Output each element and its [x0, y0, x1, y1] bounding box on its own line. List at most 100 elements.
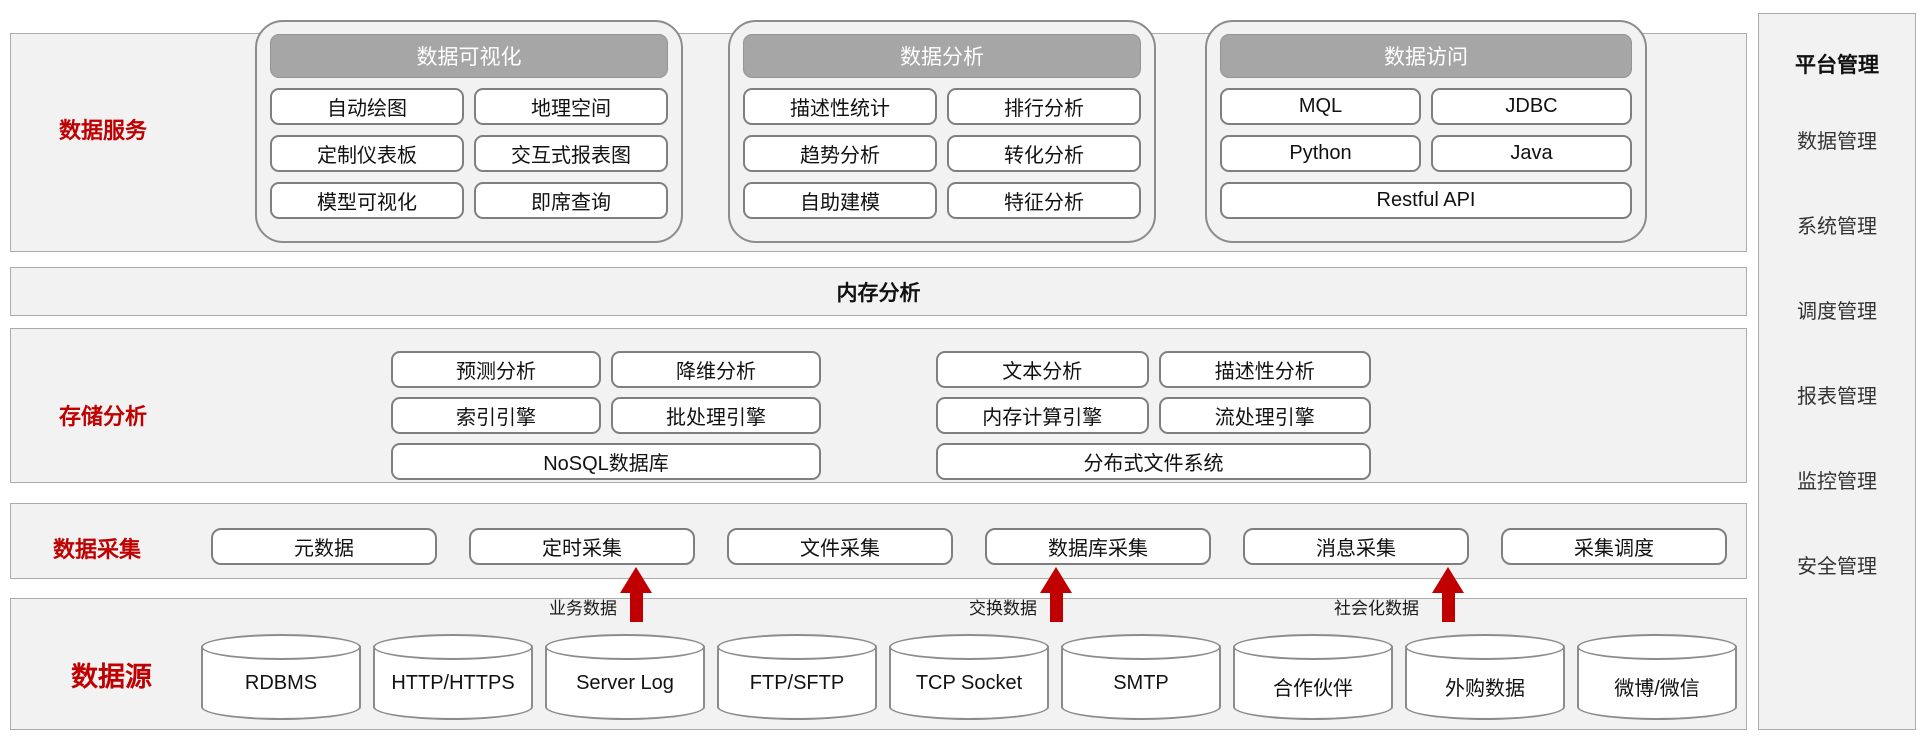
collection-item: 消息采集 [1243, 528, 1469, 565]
group-data-analysis: 数据分析 描述性统计 排行分析 趋势分析 转化分析 自助建模 特征分析 [728, 20, 1156, 243]
section-memory-analysis: 内存分析 [10, 267, 1747, 316]
data-source-label: RDBMS [244, 672, 318, 694]
data-source-label: 合作伙伴 [1273, 678, 1353, 700]
group-data-access: 数据访问 MQL JDBC Python Java Restful API [1205, 20, 1647, 243]
sidebar-item-system-management: 系统管理 [1797, 216, 1877, 238]
cylinder-top-ellipse [1577, 634, 1737, 660]
section-label-data-collection: 数据采集 [53, 537, 142, 562]
feature-box: 即席查询 [474, 182, 668, 219]
feature-box: MQL [1220, 88, 1421, 125]
arrow-head [620, 567, 652, 593]
storage-item: 流处理引擎 [1158, 397, 1371, 434]
memory-analysis-label: 内存分析 [836, 281, 921, 305]
cylinder-top-ellipse [1061, 634, 1221, 660]
data-source-label: SMTP [1113, 672, 1169, 694]
database-cylinder: TCP Socket [889, 634, 1049, 720]
group-items: MQL JDBC Python Java Restful API [1220, 88, 1632, 219]
feature-box-wide: Restful API [1220, 182, 1632, 219]
storage-item-wide: NoSQL数据库 [391, 443, 821, 480]
database-cylinder: FTP/SFTP [717, 634, 877, 720]
cylinder-top-ellipse [717, 634, 877, 660]
data-source-label: 外购数据 [1445, 678, 1525, 700]
section-label-data-services: 数据服务 [59, 118, 148, 143]
feature-box: 自助建模 [743, 182, 937, 219]
flow-arrow-up-icon [620, 567, 652, 622]
group-items: 描述性统计 排行分析 趋势分析 转化分析 自助建模 特征分析 [743, 88, 1141, 219]
database-cylinder: RDBMS [201, 634, 361, 720]
feature-box: Python [1220, 135, 1421, 172]
feature-box: Java [1431, 135, 1632, 172]
flow-label-social-data: 社会化数据 [1334, 599, 1419, 618]
group-items: 自动绘图 地理空间 定制仪表板 交互式报表图 模型可视化 即席查询 [270, 88, 668, 219]
feature-box: 描述性统计 [743, 88, 937, 125]
arrow-head [1432, 567, 1464, 593]
feature-box: 特征分析 [947, 182, 1141, 219]
sidebar-item-data-management: 数据管理 [1797, 131, 1877, 153]
cylinder-top-ellipse [545, 634, 705, 660]
group-header: 数据访问 [1220, 34, 1632, 78]
storage-item: 索引引擎 [391, 397, 601, 434]
arrow-head [1040, 567, 1072, 593]
section-data-collection: 数据采集 元数据 定时采集 文件采集 数据库采集 消息采集 采集调度 [10, 503, 1747, 579]
feature-box: 模型可视化 [270, 182, 464, 219]
group-data-visualization: 数据可视化 自动绘图 地理空间 定制仪表板 交互式报表图 模型可视化 即席查询 [255, 20, 683, 243]
collection-item: 元数据 [211, 528, 437, 565]
cylinder-top-ellipse [201, 634, 361, 660]
storage-item: 降维分析 [611, 351, 821, 388]
collection-item: 数据库采集 [985, 528, 1211, 565]
data-source-label: HTTP/HTTPS [391, 672, 515, 694]
arrow-shaft [629, 592, 643, 622]
storage-item: 内存计算引擎 [936, 397, 1149, 434]
database-cylinder: 合作伙伴 [1233, 634, 1393, 720]
feature-box: 交互式报表图 [474, 135, 668, 172]
cylinder-top-ellipse [1405, 634, 1565, 660]
feature-box: 自动绘图 [270, 88, 464, 125]
cylinder-top-ellipse [373, 634, 533, 660]
section-label-data-sources: 数据源 [71, 662, 152, 692]
storage-item: 批处理引擎 [611, 397, 821, 434]
arrow-shaft [1441, 592, 1455, 622]
section-label-storage-analysis: 存储分析 [59, 404, 148, 429]
feature-box: 转化分析 [947, 135, 1141, 172]
sidebar-item-schedule-management: 调度管理 [1797, 301, 1877, 323]
feature-box: JDBC [1431, 88, 1632, 125]
flow-arrow-up-icon [1040, 567, 1072, 622]
sidebar-item-security-management: 安全管理 [1797, 556, 1877, 578]
storage-cluster-right: 文本分析 描述性分析 内存计算引擎 流处理引擎 分布式文件系统 [936, 351, 1371, 480]
data-source-label: 微博/微信 [1614, 678, 1700, 700]
storage-cluster-left: 预测分析 降维分析 索引引擎 批处理引擎 NoSQL数据库 [391, 351, 821, 480]
storage-item: 文本分析 [936, 351, 1149, 388]
data-source-label: TCP Socket [915, 672, 1023, 694]
database-cylinder: 外购数据 [1405, 634, 1565, 720]
feature-box: 趋势分析 [743, 135, 937, 172]
feature-box: 定制仪表板 [270, 135, 464, 172]
arrow-shaft [1049, 592, 1063, 622]
flow-label-business-data: 业务数据 [549, 599, 617, 618]
database-cylinder: SMTP [1061, 634, 1221, 720]
data-source-label: FTP/SFTP [749, 672, 845, 694]
sidebar-platform-management: 平台管理 数据管理 系统管理 调度管理 报表管理 监控管理 安全管理 [1758, 13, 1916, 730]
feature-box: 排行分析 [947, 88, 1141, 125]
database-cylinder: Server Log [545, 634, 705, 720]
cylinder-top-ellipse [889, 634, 1049, 660]
database-cylinder: HTTP/HTTPS [373, 634, 533, 720]
data-source-label: Server Log [576, 672, 674, 694]
flow-arrow-up-icon [1432, 567, 1464, 622]
sidebar-item-report-management: 报表管理 [1797, 386, 1877, 408]
section-data-sources: 数据源 RDBMS HTTP/HTTPS Server Log FTP/SFTP… [10, 598, 1747, 730]
storage-item-wide: 分布式文件系统 [936, 443, 1371, 480]
storage-item: 预测分析 [391, 351, 601, 388]
section-storage-analysis: 存储分析 预测分析 降维分析 索引引擎 批处理引擎 NoSQL数据库 文本分析 … [10, 328, 1747, 483]
collection-item: 采集调度 [1501, 528, 1727, 565]
group-header: 数据可视化 [270, 34, 668, 78]
storage-item: 描述性分析 [1158, 351, 1371, 388]
feature-box: 地理空间 [474, 88, 668, 125]
group-header: 数据分析 [743, 34, 1141, 78]
sidebar-title: 平台管理 [1795, 54, 1879, 77]
flow-label-exchange-data: 交换数据 [969, 599, 1037, 618]
sidebar-item-monitor-management: 监控管理 [1797, 471, 1877, 493]
collection-item: 文件采集 [727, 528, 953, 565]
cylinder-top-ellipse [1233, 634, 1393, 660]
collection-item: 定时采集 [469, 528, 695, 565]
